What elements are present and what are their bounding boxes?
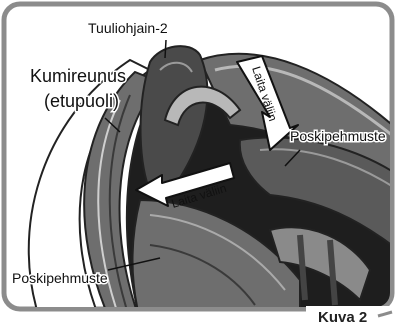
leader-deflector: [165, 40, 166, 58]
label-cheek-pad-bottom: Poskipehmuste: [12, 270, 108, 286]
label-rubber-edge-line1: Kumireunus: [30, 66, 126, 86]
label-cheek-pad-right: Poskipehmuste: [290, 128, 386, 144]
figure-caption: Kuva 2: [318, 309, 367, 325]
label-rubber-edge-line2: (etupuoli): [44, 91, 119, 111]
label-deflector: Tuuliohjain-2: [88, 20, 168, 36]
